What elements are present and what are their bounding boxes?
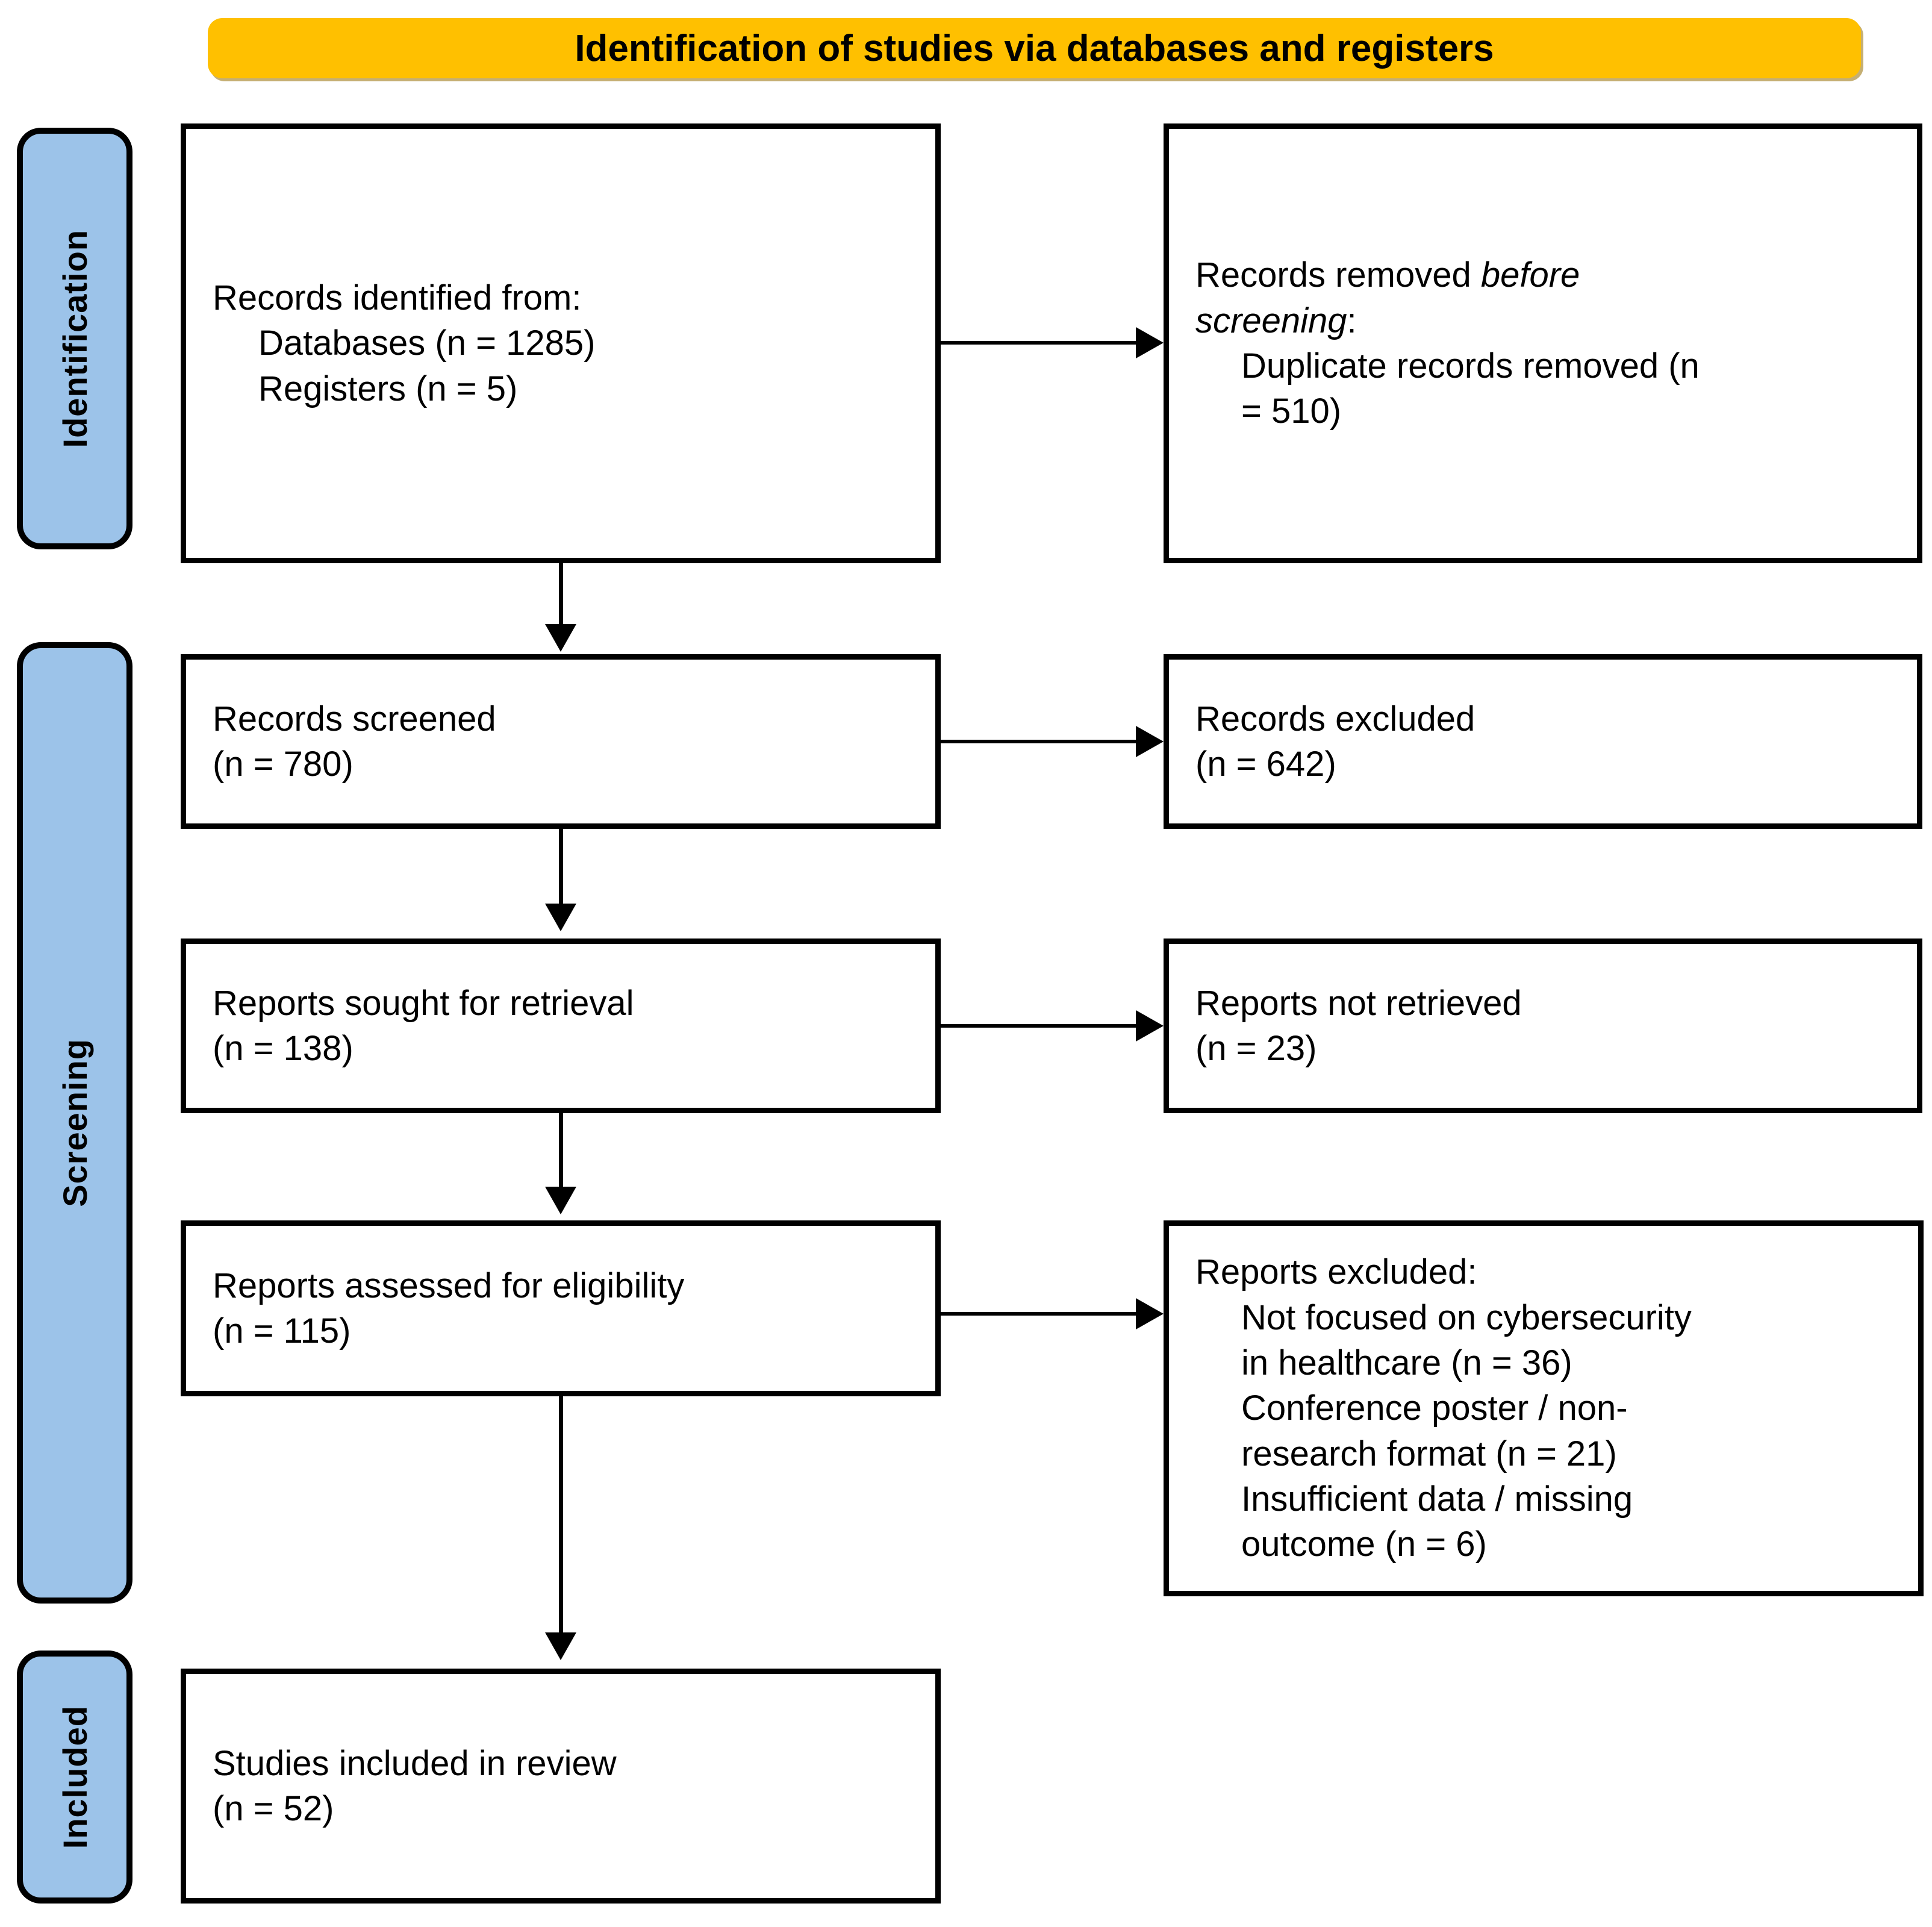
reports-excluded-reason-2-line-2: research format (n = 21) xyxy=(1241,1434,1617,1473)
box-reports-assessed-for-eligibility: Reports assessed for eligibility (n = 11… xyxy=(181,1220,941,1396)
studies-included-label: Studies included in review xyxy=(213,1743,617,1783)
stage-tab-screening: Screening xyxy=(17,642,132,1604)
box-reports-excluded: Reports excluded: Not focused on cyberse… xyxy=(1164,1220,1924,1596)
stage-tab-included-label: Included xyxy=(55,1705,94,1849)
arrowhead-identified-to-screened xyxy=(545,624,576,652)
records-removed-colon: : xyxy=(1347,301,1357,340)
records-screened-label: Records screened xyxy=(213,699,496,739)
connector-sought-to-not-retrieved xyxy=(941,1024,1139,1028)
reports-assessed-label: Reports assessed for eligibility xyxy=(213,1266,685,1305)
stage-tab-identification: Identification xyxy=(17,128,132,549)
arrowhead-sought-to-eligibility xyxy=(545,1187,576,1214)
records-removed-duplicates-line-1: Duplicate records removed (n xyxy=(1241,346,1700,386)
reports-excluded-reason-1-line-1: Not focused on cybersecurity xyxy=(1241,1298,1692,1337)
box-records-removed-before-screening: Records removed before screening: Duplic… xyxy=(1164,123,1922,563)
connector-screened-to-sought xyxy=(559,829,563,907)
connector-eligibility-to-reports-excluded xyxy=(941,1312,1139,1316)
box-records-screened: Records screened (n = 780) xyxy=(181,654,941,829)
connector-eligibility-to-included xyxy=(559,1396,563,1637)
records-removed-line-2: screening: xyxy=(1195,298,1890,343)
records-excluded-label: Records excluded xyxy=(1195,699,1475,739)
arrowhead-identified-to-removed xyxy=(1136,327,1164,358)
reports-sought-label: Reports sought for retrieval xyxy=(213,983,634,1023)
box-reports-not-retrieved: Reports not retrieved (n = 23) xyxy=(1164,939,1922,1113)
reports-excluded-reason-2-line-1: Conference poster / non- xyxy=(1241,1388,1628,1428)
connector-screened-to-excluded xyxy=(941,740,1139,743)
studies-included-count: (n = 52) xyxy=(213,1789,334,1828)
reports-excluded-label: Reports excluded: xyxy=(1195,1252,1477,1292)
records-removed-duplicates-line-2: = 510) xyxy=(1241,392,1342,431)
arrowhead-eligibility-to-reports-excluded xyxy=(1136,1298,1164,1329)
reports-assessed-count: (n = 115) xyxy=(213,1311,351,1351)
box-records-excluded: Records excluded (n = 642) xyxy=(1164,654,1922,829)
records-removed-italic-before: before xyxy=(1480,255,1580,295)
diagram-header-banner: Identification of studies via databases … xyxy=(208,18,1861,78)
records-excluded-count: (n = 642) xyxy=(1195,745,1336,784)
arrowhead-sought-to-not-retrieved xyxy=(1136,1010,1164,1042)
arrowhead-screened-to-excluded xyxy=(1136,726,1164,757)
connector-identified-to-removed xyxy=(941,341,1139,345)
reports-sought-count: (n = 138) xyxy=(213,1029,354,1068)
records-removed-italic-screening: screening xyxy=(1195,301,1347,340)
connector-identified-to-screened xyxy=(559,563,563,628)
page-title: Identification of studies via databases … xyxy=(575,27,1494,69)
reports-excluded-reason-3-line-2: outcome (n = 6) xyxy=(1241,1525,1487,1564)
records-removed-prefix: Records removed xyxy=(1195,255,1481,295)
records-identified-databases: Databases (n = 1285) xyxy=(258,323,596,363)
records-identified-registers: Registers (n = 5) xyxy=(258,369,518,408)
reports-excluded-reason-1-line-2: in healthcare (n = 36) xyxy=(1241,1343,1572,1382)
records-screened-count: (n = 780) xyxy=(213,745,354,784)
stage-tab-screening-label: Screening xyxy=(55,1038,94,1207)
records-removed-line-1: Records removed before xyxy=(1195,252,1890,298)
box-records-identified: Records identified from: Databases (n = … xyxy=(181,123,941,563)
box-studies-included-in-review: Studies included in review (n = 52) xyxy=(181,1669,941,1904)
reports-excluded-reason-3-line-1: Insufficient data / missing xyxy=(1241,1479,1633,1519)
connector-sought-to-eligibility xyxy=(559,1113,563,1190)
reports-not-retrieved-count: (n = 23) xyxy=(1195,1029,1317,1068)
arrowhead-screened-to-sought xyxy=(545,904,576,931)
box-reports-sought-for-retrieval: Reports sought for retrieval (n = 138) xyxy=(181,939,941,1113)
stage-tab-identification-label: Identification xyxy=(55,229,94,448)
reports-not-retrieved-label: Reports not retrieved xyxy=(1195,983,1522,1023)
records-identified-line-1: Records identified from: xyxy=(213,278,582,317)
stage-tab-included: Included xyxy=(17,1651,132,1904)
arrowhead-eligibility-to-included xyxy=(545,1632,576,1660)
